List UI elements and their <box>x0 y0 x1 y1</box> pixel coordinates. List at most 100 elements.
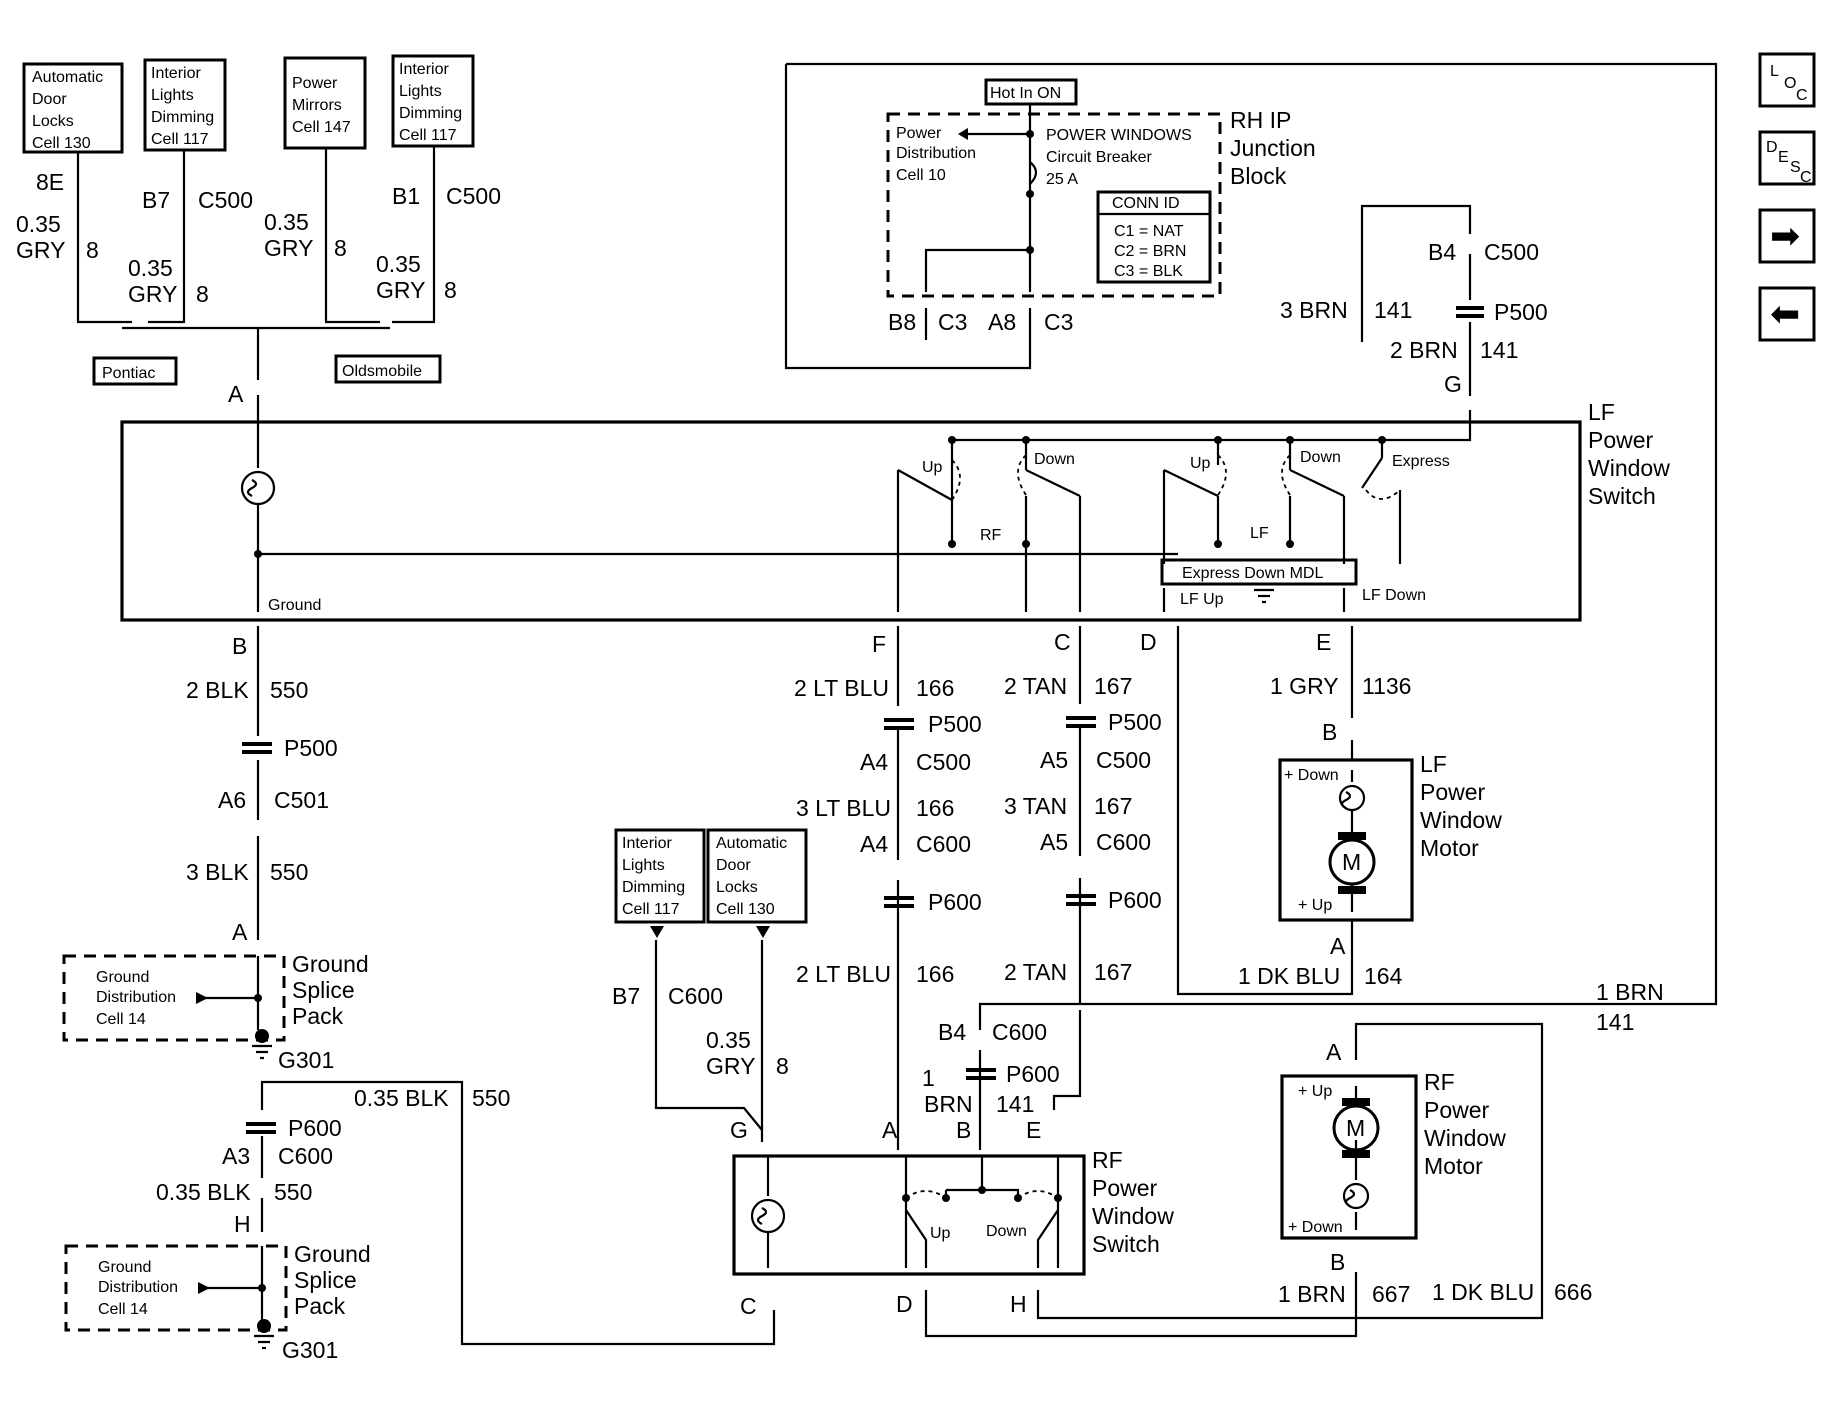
lf-motor-label: LF Power Window Motor <box>1420 751 1502 861</box>
svg-text:C2 = BRN: C2 = BRN <box>1114 243 1186 260</box>
svg-text:3 LT BLU: 3 LT BLU <box>796 795 891 821</box>
rf-switch-internals <box>750 1156 1062 1268</box>
svg-text:Switch: Switch <box>1588 483 1656 509</box>
pin-8E: 8E <box>36 169 64 195</box>
svg-text:Switch: Switch <box>1092 1231 1160 1257</box>
svg-text:1: 1 <box>922 1065 935 1091</box>
svg-text:Interior: Interior <box>399 61 449 78</box>
svg-text:Power: Power <box>1424 1097 1490 1123</box>
svg-text:3 BRN: 3 BRN <box>1280 297 1348 323</box>
splice-p500-left: P500 <box>242 735 338 761</box>
svg-text:S: S <box>1790 159 1801 176</box>
svg-text:C: C <box>1054 629 1071 655</box>
svg-text:1136: 1136 <box>1362 673 1411 699</box>
splice-p500-rf-166: P500 <box>884 711 982 737</box>
lf-power-window-switch[interactable] <box>120 420 1582 622</box>
svg-text:A3: A3 <box>222 1143 250 1169</box>
svg-text:GRY: GRY <box>16 237 65 263</box>
svg-text:Cell 117: Cell 117 <box>151 131 209 148</box>
svg-text:3 BLK: 3 BLK <box>186 859 249 885</box>
svg-text:Pontiac: Pontiac <box>102 365 155 382</box>
svg-text:GRY: GRY <box>376 277 425 303</box>
svg-text:RF: RF <box>980 527 1002 544</box>
svg-text:C500: C500 <box>1096 747 1151 773</box>
svg-text:Pack: Pack <box>292 1003 344 1029</box>
svg-text:Up: Up <box>922 459 943 476</box>
svg-text:Dimming: Dimming <box>622 879 685 896</box>
svg-text:141: 141 <box>1374 297 1412 323</box>
nav-loc-button[interactable]: L O C <box>1758 52 1816 108</box>
svg-text:C500: C500 <box>1484 239 1539 265</box>
svg-text:Cell 130: Cell 130 <box>716 901 775 918</box>
svg-text:2 BLK: 2 BLK <box>186 677 249 703</box>
pin-B7-top: B7 <box>142 187 170 213</box>
svg-text:F: F <box>872 631 886 657</box>
ground-icon <box>1254 588 1274 604</box>
rf-motor-label: RF Power Window Motor <box>1424 1069 1506 1179</box>
rf-power-window-switch[interactable] <box>732 1154 1086 1276</box>
svg-text:C600: C600 <box>668 983 723 1009</box>
power-distribution-ref[interactable]: Power Distribution Cell 10 <box>896 125 976 184</box>
svg-text:BRN: BRN <box>924 1091 973 1117</box>
svg-text:2 TAN: 2 TAN <box>1004 959 1067 985</box>
ground-splice-pack-1: Ground Distribution Cell 14 Ground Splic… <box>62 951 369 1073</box>
svg-text:G: G <box>730 1117 748 1143</box>
rf-power-window-motor[interactable]: M <box>1280 1074 1418 1240</box>
svg-text:1 GRY: 1 GRY <box>1270 673 1339 699</box>
svg-text:0.35: 0.35 <box>706 1027 751 1053</box>
splice-p600-left: P600 <box>246 1115 342 1141</box>
svg-text:0.35: 0.35 <box>264 209 309 235</box>
svg-text:+ Up: + Up <box>1298 897 1332 914</box>
nav-desc-button[interactable]: D E S C <box>1758 130 1816 186</box>
svg-text:1 DK BLU: 1 DK BLU <box>1432 1279 1534 1305</box>
ref-box-automatic-door-locks-bottom[interactable]: Automatic Door Locks Cell 130 <box>706 828 808 924</box>
ref-box-interior-lights-dimming-bottom[interactable]: Interior Lights Dimming Cell 117 <box>614 828 706 924</box>
svg-text:2 LT BLU: 2 LT BLU <box>794 675 889 701</box>
nav-prev-button[interactable]: ⬅ <box>1758 286 1816 342</box>
svg-text:667: 667 <box>1372 1281 1410 1307</box>
svg-text:Cell 147: Cell 147 <box>292 119 351 136</box>
splice-p500-top-right: P500 <box>1456 299 1548 325</box>
svg-text:2 TAN: 2 TAN <box>1004 673 1067 699</box>
svg-text:550: 550 <box>270 677 308 703</box>
svg-text:P500: P500 <box>1108 709 1162 735</box>
lf-switch-internals <box>240 410 1472 612</box>
ref-box-interior-lights-dimming-top-1[interactable]: Interior Lights Dimming Cell 117 <box>143 58 227 152</box>
svg-text:C600: C600 <box>1096 829 1151 855</box>
svg-text:8: 8 <box>444 277 457 303</box>
lf-power-window-motor[interactable]: M <box>1278 758 1414 922</box>
svg-text:Circuit Breaker: Circuit Breaker <box>1046 149 1152 166</box>
svg-text:Cell 130: Cell 130 <box>32 135 91 152</box>
ref-box-interior-lights-dimming-top-2[interactable]: Interior Lights Dimming Cell 117 <box>391 54 475 148</box>
svg-text:8: 8 <box>196 281 209 307</box>
ref-box-automatic-door-locks-top[interactable]: Automatic Door Locks Cell 130 <box>22 62 124 154</box>
svg-text:1 BRN: 1 BRN <box>1278 1281 1346 1307</box>
arrow-right-icon: ➡ <box>1770 216 1800 257</box>
svg-text:D: D <box>1140 629 1157 655</box>
svg-text:RF: RF <box>1424 1069 1455 1095</box>
svg-text:Ground: Ground <box>268 597 321 614</box>
ref-box-power-mirrors-top[interactable]: Power Mirrors Cell 147 <box>283 56 367 150</box>
svg-text:D: D <box>896 1291 913 1317</box>
svg-text:Oldsmobile: Oldsmobile <box>342 363 422 380</box>
svg-text:Up: Up <box>930 1225 951 1242</box>
svg-text:550: 550 <box>274 1179 312 1205</box>
svg-text:LF: LF <box>1420 751 1447 777</box>
connector-c500-top-1: C500 <box>198 187 253 213</box>
svg-text:141: 141 <box>996 1091 1034 1117</box>
svg-text:O: O <box>1784 75 1796 92</box>
svg-text:Cell 14: Cell 14 <box>98 1301 148 1318</box>
svg-text:2 BRN: 2 BRN <box>1390 337 1458 363</box>
svg-text:Door: Door <box>716 857 751 874</box>
svg-text:Power: Power <box>1092 1175 1158 1201</box>
conn-id-table: CONN ID C1 = NAT C2 = BRN C3 = BLK <box>1096 190 1212 284</box>
svg-text:166: 166 <box>916 795 954 821</box>
nav-next-button[interactable]: ➡ <box>1758 208 1816 264</box>
svg-text:2 LT BLU: 2 LT BLU <box>796 961 891 987</box>
svg-text:C600: C600 <box>916 831 971 857</box>
svg-text:B4: B4 <box>938 1019 966 1045</box>
svg-text:LF Up: LF Up <box>1180 591 1224 608</box>
svg-text:A: A <box>882 1117 898 1143</box>
svg-text:C: C <box>1800 169 1812 186</box>
svg-text:A: A <box>232 919 248 945</box>
